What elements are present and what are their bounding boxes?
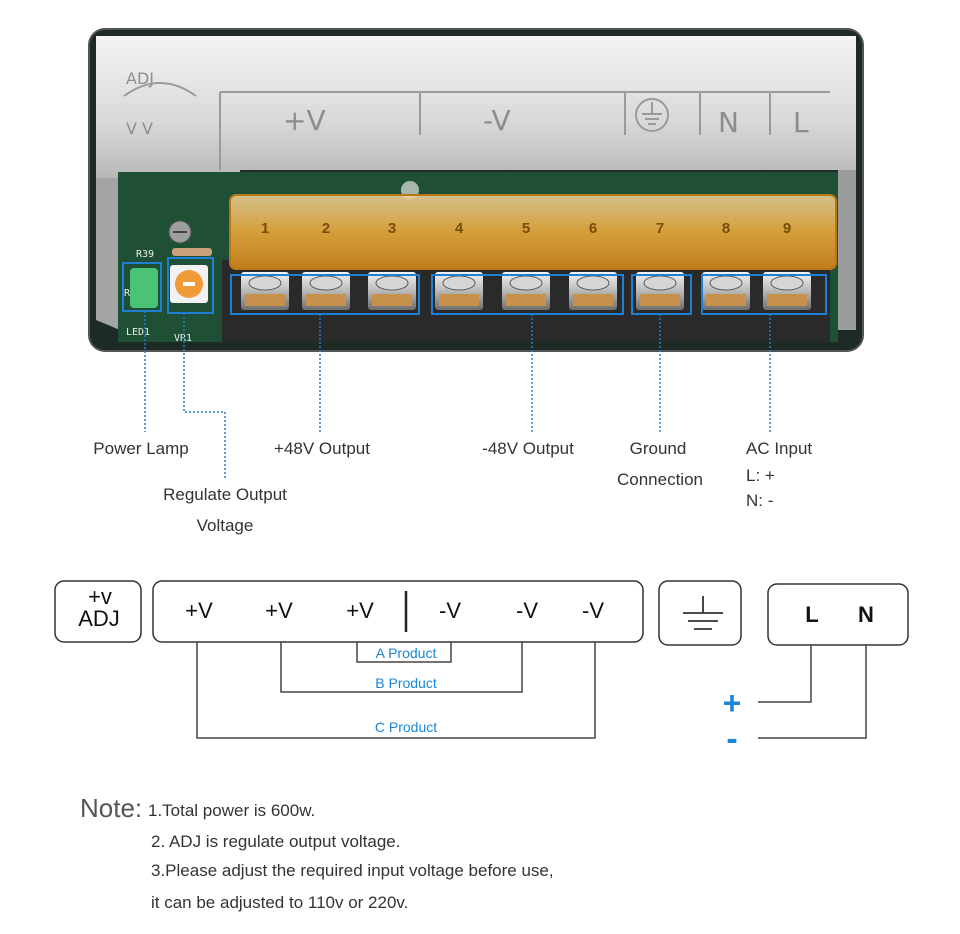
highlight-minus48	[431, 274, 624, 315]
silk-adj: ADJ	[126, 69, 154, 88]
pcb-label-r39: R39	[136, 249, 154, 260]
silk-plus-v: +V	[283, 104, 326, 137]
callout-labels: Power Lamp Regulate Output Voltage +48V …	[93, 439, 812, 535]
terminal-number: 3	[388, 220, 396, 237]
note-line-1: 1.Total power is 600w.	[148, 801, 315, 820]
led-indicator	[130, 268, 158, 308]
terminal-number: 8	[722, 220, 730, 237]
product-photo: ADJ V V +V -V N L	[88, 28, 864, 478]
adj-box-top: +v	[88, 584, 112, 609]
side-fin-left	[96, 178, 120, 330]
minus-symbol: -	[726, 720, 737, 758]
pcb-label-r: R	[124, 288, 131, 299]
terminal-screw	[636, 272, 684, 310]
terminal-screw	[435, 272, 483, 310]
output-terminal-label: +V	[346, 598, 374, 623]
product-c-label: C Product	[375, 719, 437, 735]
ac-box	[767, 583, 909, 646]
note-line-4: it can be adjusted to 110v or 220v.	[151, 893, 408, 912]
highlight-plus48	[230, 274, 420, 315]
note-line-3: 3.Please adjust the required input volta…	[151, 861, 554, 880]
terminal-cover	[229, 194, 837, 270]
note-line-2: 2. ADJ is regulate output voltage.	[151, 832, 401, 851]
highlight-ground	[631, 274, 692, 315]
wiring-diagram: +v ADJ +V +V +V -V -V -V L N A Product B Prod…	[54, 580, 909, 758]
output-terminal-label: +V	[265, 598, 293, 623]
terminal-screw	[502, 272, 550, 310]
callout-lines	[144, 311, 771, 478]
highlight-boxes	[122, 257, 827, 315]
pcb-label-vr1: VR1	[174, 333, 192, 344]
ground-icon	[683, 596, 723, 630]
highlight-led	[122, 262, 162, 312]
side-fin-right	[838, 170, 856, 330]
terminal-number: 4	[455, 220, 464, 237]
label-regulate-line2: Voltage	[197, 516, 254, 535]
terminal-block: 1 2 3 4 5 6 7 8 9	[222, 194, 837, 342]
ac-box-n: N	[858, 602, 874, 627]
product-brackets	[196, 642, 596, 739]
product-b-label: B Product	[375, 675, 437, 691]
silk-n: N	[718, 106, 739, 139]
output-terminal-label: +V	[185, 598, 213, 623]
terminal-screw	[702, 272, 750, 310]
ac-wires	[758, 645, 867, 739]
terminal-screw	[241, 272, 289, 310]
note-heading: Note:	[80, 793, 142, 823]
adj-box	[54, 580, 142, 643]
resistor-r39	[172, 248, 212, 256]
output-terminal-label: -V	[582, 598, 604, 623]
terminal-screw	[368, 272, 416, 310]
cover-silkscreen: ADJ V V +V -V N L	[123, 69, 830, 170]
terminal-number: 2	[322, 220, 330, 237]
terminal-number: 7	[656, 220, 664, 237]
silk-adj-arrows: V V	[126, 119, 153, 138]
label-ac-input: AC Input	[746, 439, 812, 458]
terminal-screw	[763, 272, 811, 310]
terminal-number: 9	[783, 220, 791, 237]
silk-minus-v: -V	[483, 104, 511, 137]
terminal-number: 1	[261, 220, 269, 237]
terminal-number: 6	[589, 220, 597, 237]
ac-box-l: L	[805, 602, 818, 627]
product-a-label: A Product	[376, 645, 437, 661]
plus-symbol: +	[723, 685, 742, 721]
highlight-ac	[701, 274, 827, 315]
adj-box-bottom: ADJ	[78, 606, 120, 631]
silk-l: L	[793, 106, 809, 139]
output-terminal-label: -V	[439, 598, 461, 623]
output-terminal-box	[152, 580, 644, 643]
label-ac-l: L: +	[746, 466, 775, 485]
label-ground-line1: Ground	[630, 439, 687, 458]
pcb-label-led1: LED1	[126, 327, 150, 338]
metal-cover	[96, 36, 856, 178]
label-power-lamp: Power Lamp	[93, 439, 188, 458]
terminal-number: 5	[522, 220, 530, 237]
label-ground-line2: Connection	[617, 470, 703, 489]
silk-ground-icon	[635, 98, 669, 132]
label-regulate-line1: Regulate Output	[163, 485, 287, 504]
terminal-screw	[302, 272, 350, 310]
label-plus48: +48V Output	[274, 439, 370, 458]
terminal-screw	[569, 272, 617, 310]
note-section: Note: 1.Total power is 600w. 2. ADJ is r…	[80, 793, 554, 912]
output-terminal-label: -V	[516, 598, 538, 623]
highlight-vr1	[167, 257, 214, 314]
label-minus48: -48V Output	[482, 439, 574, 458]
label-ac-n: N: -	[746, 491, 773, 510]
